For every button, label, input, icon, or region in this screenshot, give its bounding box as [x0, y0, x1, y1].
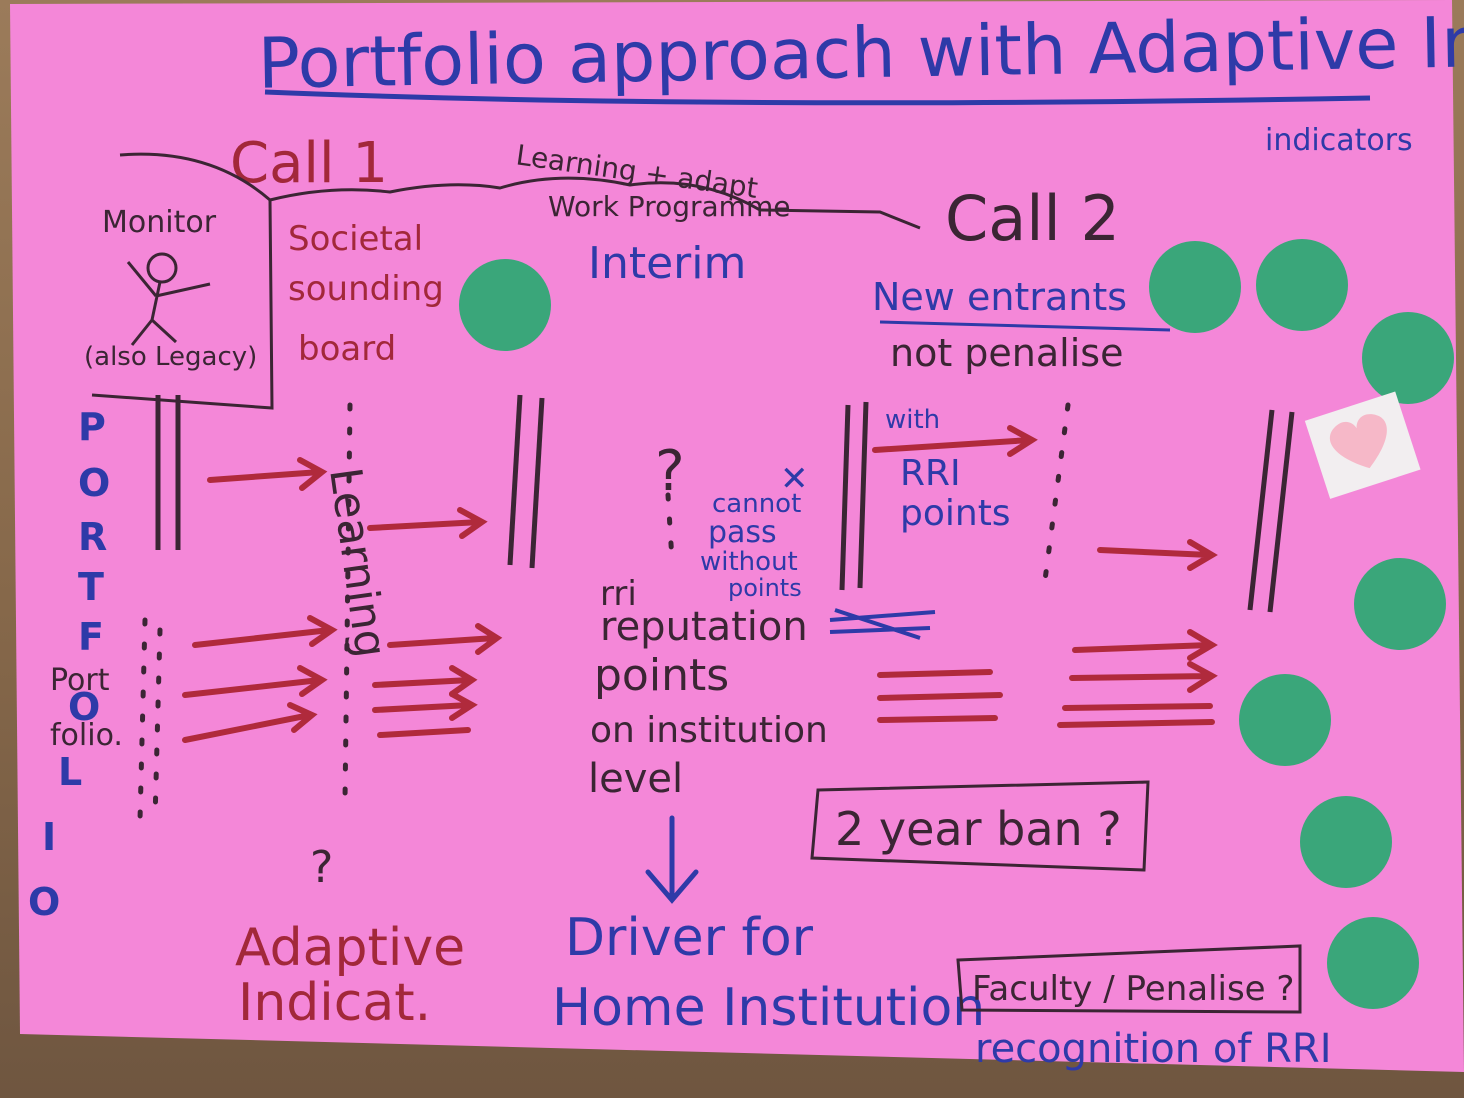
- also-legacy-label: (also Legacy): [84, 342, 257, 372]
- green-dot: [1149, 241, 1241, 333]
- portfolio-letter-6: O: [68, 685, 100, 729]
- without-label: without: [700, 547, 798, 577]
- title-sub: indicators: [1265, 123, 1413, 158]
- question-mark-1: ?: [655, 439, 685, 504]
- recognition-label: recognition of RRI: [975, 1026, 1331, 1072]
- cross-mark: ✕: [780, 459, 809, 499]
- pass-label: pass: [708, 515, 777, 550]
- faculty-label: Faculty / Penalise ?: [972, 969, 1294, 1009]
- with-label: with: [885, 405, 940, 435]
- green-dot: [1354, 558, 1446, 650]
- not-penalise-label: not penalise: [890, 331, 1123, 375]
- call1-label: Call 1: [230, 131, 388, 196]
- two-year-ban-label: 2 year ban ?: [835, 802, 1122, 856]
- portfolio-letter-1: P: [78, 405, 106, 449]
- societal-line-3: board: [298, 329, 396, 369]
- rri-small-label: rri: [600, 574, 637, 614]
- stick-figure-icon: [126, 252, 211, 346]
- reputation-label: reputation: [600, 604, 808, 650]
- rri-label: RRI: [900, 453, 961, 494]
- points-label: points: [900, 493, 1011, 534]
- portfolio-letter-8: I: [42, 815, 56, 859]
- green-dot: [1327, 917, 1419, 1009]
- new-entrants-underline: [879, 320, 1171, 332]
- stage-gates: [155, 394, 1295, 613]
- portfolio-small-1: Port: [50, 663, 110, 698]
- title-underline: [264, 89, 1371, 106]
- portfolio-letter-5: F: [78, 615, 104, 659]
- faculty-box: [956, 944, 1302, 1014]
- portfolio-letter-9: O: [28, 880, 60, 924]
- monitor-box: [91, 152, 274, 410]
- driver-label: Driver for: [565, 908, 814, 968]
- heart-sticker: [1304, 391, 1421, 499]
- cannot-label: cannot: [712, 489, 801, 519]
- interim-label: Interim: [588, 238, 746, 289]
- portfolio-letter-2: O: [78, 461, 110, 505]
- red-arrows: [182, 425, 1218, 743]
- portfolio-letter-3: R: [78, 515, 107, 559]
- portfolio-vertical: P O R T F O L I O: [28, 405, 110, 924]
- new-entrants-label: New entrants: [872, 275, 1127, 319]
- heart-icon: [1330, 414, 1387, 469]
- workprog-label: Work Programme: [548, 190, 790, 223]
- home-institution-label: Home Institution: [552, 978, 985, 1038]
- level-label: level: [588, 756, 683, 802]
- learning-line: [269, 176, 921, 230]
- pink-sheet: [10, 0, 1464, 1072]
- dotted-lines: [137, 402, 1071, 823]
- green-dot: [459, 259, 551, 351]
- question-mark-2: ?: [310, 842, 333, 893]
- green-dot: [1300, 796, 1392, 888]
- societal-line-1: Societal: [288, 219, 423, 259]
- on-institution-label: on institution: [590, 710, 828, 751]
- portfolio-letter-7: L: [58, 750, 82, 794]
- green-dot: [1362, 312, 1454, 404]
- indicator-label: Indicat.: [238, 973, 431, 1033]
- adaptive-label: Adaptive: [235, 918, 465, 978]
- points-big-label: points: [594, 650, 729, 701]
- green-dot: [1256, 239, 1348, 331]
- societal-line-2: sounding: [288, 269, 444, 309]
- portfolio-small-2: folio.: [50, 718, 123, 753]
- scribble: [829, 608, 936, 640]
- down-arrow: [645, 815, 699, 904]
- two-year-ban-box: [810, 780, 1150, 872]
- green-dots: [459, 239, 1454, 1009]
- portfolio-letter-4: T: [78, 565, 104, 609]
- green-dot: [1239, 674, 1331, 766]
- points-small-label: points: [728, 574, 802, 602]
- call2-label: Call 2: [945, 182, 1120, 255]
- monitor-label: Monitor: [102, 205, 217, 240]
